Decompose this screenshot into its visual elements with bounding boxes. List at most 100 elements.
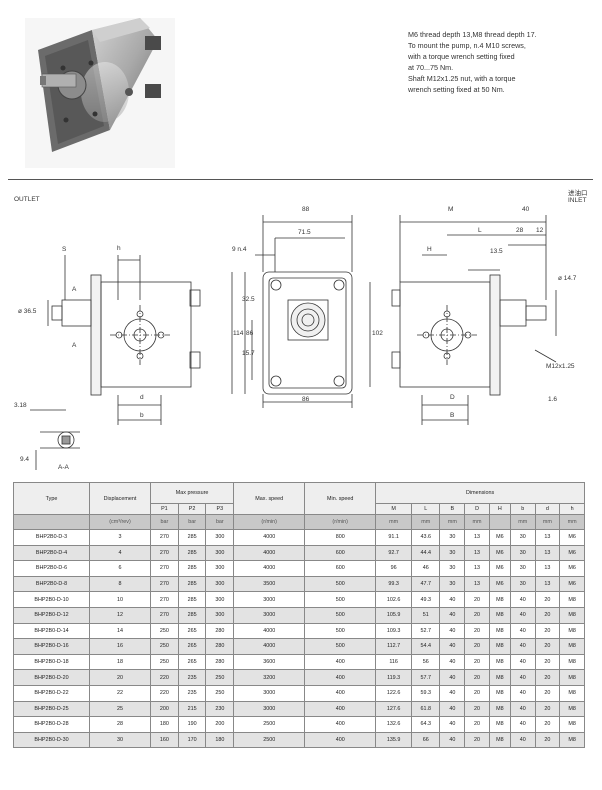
table-cell: 20 xyxy=(464,606,490,624)
table-cell: 51 xyxy=(411,606,441,624)
dim-102: 102 xyxy=(372,330,383,337)
dim-S: S xyxy=(62,246,67,253)
dim-shaft-thread: M12x1.25 xyxy=(546,363,575,370)
table-cell: 40 xyxy=(439,622,466,640)
table-cell: 127.6 xyxy=(375,700,413,718)
table-cell: M8 xyxy=(559,638,585,655)
table-cell: 20 xyxy=(464,684,490,702)
table-cell: 13 xyxy=(534,560,561,577)
side-view-outlet xyxy=(47,255,201,425)
table-cell: 40 xyxy=(439,731,466,749)
table-cell: 270 xyxy=(150,591,179,608)
table-cell: 200 xyxy=(150,700,179,718)
type-cell: BHP2B0-D-6 xyxy=(13,560,90,577)
table-cell: M6 xyxy=(559,560,585,577)
dim-86-vertical: 86 xyxy=(246,330,254,337)
table-cell: 3000 xyxy=(233,591,306,608)
type-cell: BHP2B0-D-25 xyxy=(13,700,90,718)
section-label-aa: A-A xyxy=(58,464,69,471)
table-cell: 250 xyxy=(150,638,179,655)
table-cell: 280 xyxy=(205,622,235,640)
table-cell: 13 xyxy=(534,544,561,562)
table-cell: M8 xyxy=(488,638,511,655)
table-cell: 20 xyxy=(464,669,490,686)
section-aa xyxy=(30,409,80,470)
table-cell: 20 xyxy=(534,606,561,624)
table-cell: 40 xyxy=(509,684,536,702)
table-cell: 8 xyxy=(89,575,151,593)
type-cell: BHP2B0-D-18 xyxy=(13,653,90,671)
table-cell: 285 xyxy=(177,544,207,562)
table-cell: 20 xyxy=(534,669,561,686)
table-cell: 92.7 xyxy=(375,544,413,562)
table-cell: 170 xyxy=(177,731,207,749)
table-cell: 91.1 xyxy=(375,529,413,546)
table-cell: 500 xyxy=(304,622,377,640)
table-cell: 40 xyxy=(439,653,466,671)
header-max-pressure: Max pressure xyxy=(149,482,235,504)
table-cell: 20 xyxy=(89,669,151,686)
table-cell: 40 xyxy=(509,638,536,655)
note-line: wrench setting fixed at 50 Nm. xyxy=(408,85,505,94)
note-line: with a torque wrench setting fixed xyxy=(408,52,515,61)
table-cell: 132.6 xyxy=(375,716,413,733)
table-cell: 30 xyxy=(509,560,536,577)
table-cell: 180 xyxy=(150,716,179,733)
table-cell: M6 xyxy=(559,544,585,562)
inlet-label-cn: 进油口 xyxy=(568,190,588,197)
header-dimensions: Dimensions xyxy=(375,482,585,504)
table-cell: 285 xyxy=(177,575,207,593)
table-cell: M8 xyxy=(559,653,585,671)
dim-86-horizontal: 86 xyxy=(302,396,310,403)
divider xyxy=(8,179,593,180)
front-view xyxy=(231,215,353,408)
dim-b: b xyxy=(140,412,144,419)
table-cell: 500 xyxy=(304,638,377,655)
table-cell: 44.4 xyxy=(411,544,441,562)
table-cell: 270 xyxy=(150,575,179,593)
table-cell: 4000 xyxy=(233,529,306,546)
table-cell: 40 xyxy=(509,622,536,640)
table-cell: 270 xyxy=(150,544,179,562)
unit-cell: mm xyxy=(534,514,561,530)
table-cell: 250 xyxy=(205,684,235,702)
table-cell: M8 xyxy=(559,669,585,686)
unit-cell: (cm³/rev) xyxy=(89,514,151,530)
table-cell: 18 xyxy=(89,653,151,671)
unit-cell: (r/min) xyxy=(304,514,377,530)
table-cell: 285 xyxy=(177,606,207,624)
table-cell: 40 xyxy=(509,653,536,671)
table-cell: 400 xyxy=(304,684,377,702)
table-cell: 40 xyxy=(509,700,536,718)
side-view-inlet xyxy=(369,215,557,425)
unit-cell: bar xyxy=(205,514,235,530)
type-cell: BHP2B0-D-22 xyxy=(13,684,90,702)
table-cell: 3600 xyxy=(233,653,306,671)
table-cell: M6 xyxy=(559,575,585,593)
header-dim-D: D xyxy=(464,503,490,515)
note-line: at 70...75 Nm. xyxy=(408,63,454,72)
table-cell: 46 xyxy=(411,560,441,577)
table-cell: 3 xyxy=(89,529,151,546)
table-cell: 500 xyxy=(304,575,377,593)
table-cell: 47.7 xyxy=(411,575,441,593)
dim-32-5: 32.5 xyxy=(242,296,255,303)
header-max-speed: Max. speed xyxy=(233,482,306,515)
type-cell: BHP2B0-D-3 xyxy=(13,529,90,546)
header-p1: P1 xyxy=(150,503,179,515)
table-cell: 40 xyxy=(439,591,466,608)
header-p2: P2 xyxy=(177,503,207,515)
table-cell: 13 xyxy=(464,560,490,577)
dim-M: M xyxy=(448,206,454,213)
table-cell: 800 xyxy=(304,529,377,546)
table-cell: 270 xyxy=(150,560,179,577)
table-cell: 56 xyxy=(411,653,441,671)
table-cell: 400 xyxy=(304,731,377,749)
table-cell: 40 xyxy=(509,716,536,733)
note-line: M6 thread depth 13,M8 thread depth 17. xyxy=(408,30,537,39)
